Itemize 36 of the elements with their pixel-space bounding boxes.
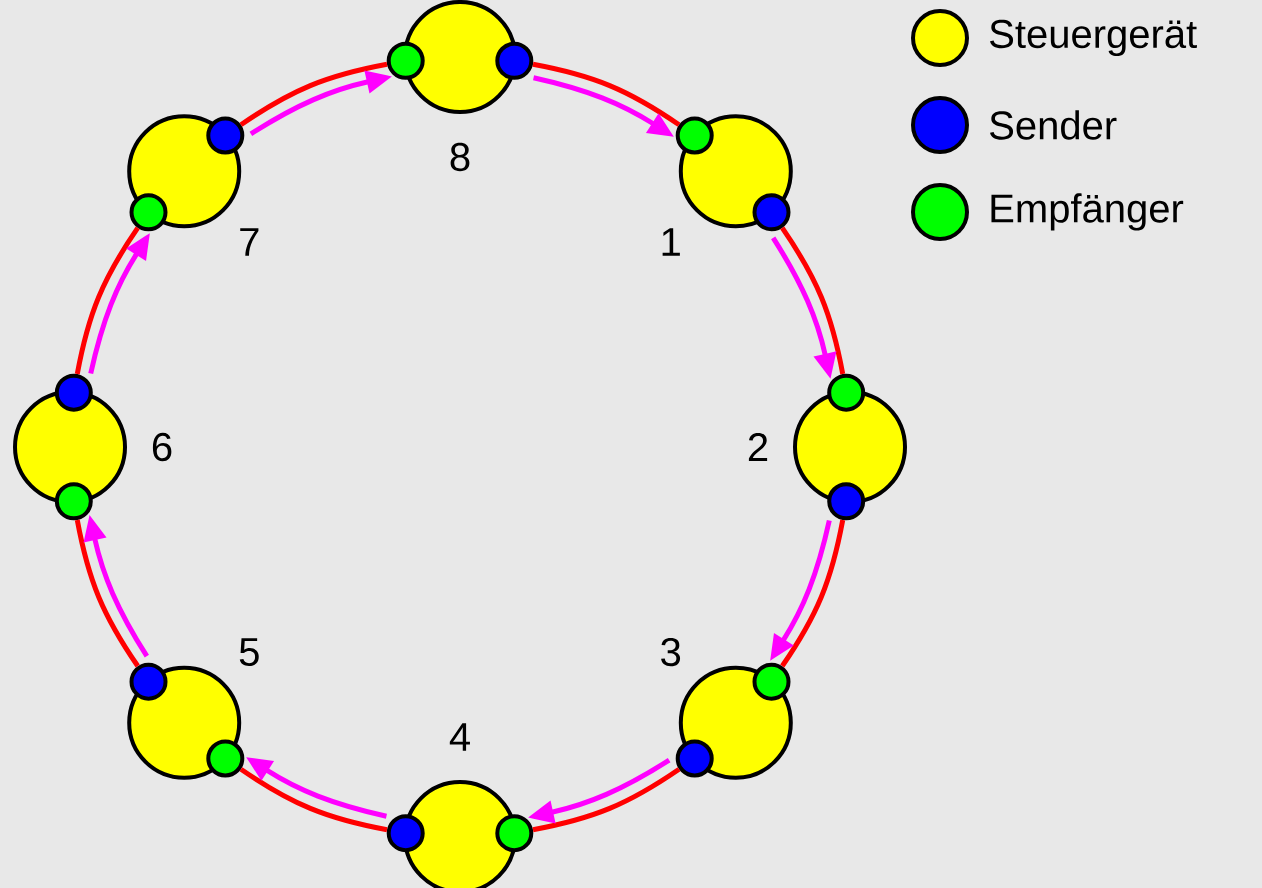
receiver-dot bbox=[54, 482, 93, 521]
sender-dot bbox=[386, 814, 425, 853]
sender-dot bbox=[495, 41, 534, 80]
number-label: 2 bbox=[748, 433, 768, 461]
sender-dot bbox=[675, 739, 714, 778]
ring-line bbox=[780, 519, 846, 668]
control-unit-circle bbox=[403, 780, 517, 888]
ring-line bbox=[239, 61, 388, 127]
number-label: 3 bbox=[661, 637, 681, 667]
ring-line bbox=[532, 61, 681, 127]
sender-dot bbox=[129, 662, 168, 701]
receiver-dot bbox=[752, 662, 791, 701]
legend-label: Steuergerät bbox=[990, 19, 1197, 57]
receiver-dot bbox=[129, 193, 168, 232]
receiver-dot bbox=[827, 373, 866, 412]
ring-line bbox=[74, 519, 140, 668]
number-label: 7 bbox=[240, 228, 259, 256]
ring-line bbox=[74, 226, 140, 375]
sender-dot bbox=[827, 482, 866, 521]
sender-dot bbox=[206, 116, 245, 155]
receiver-dot bbox=[206, 739, 245, 778]
legend-label: Sender bbox=[990, 110, 1117, 140]
ring-line bbox=[532, 767, 681, 833]
number-label: 5 bbox=[239, 638, 259, 667]
number-label: 6 bbox=[152, 432, 172, 462]
number-label: 1 bbox=[662, 228, 680, 256]
receiver-dot bbox=[675, 116, 714, 155]
ring-line bbox=[239, 767, 388, 833]
number-label: 8 bbox=[450, 142, 470, 172]
legend-label: Empfänger bbox=[991, 193, 1184, 231]
sender-dot bbox=[54, 373, 93, 412]
receiver-dot bbox=[495, 814, 534, 853]
ring-line bbox=[780, 226, 846, 375]
number-label: 4 bbox=[449, 723, 470, 751]
receiver-dot bbox=[386, 41, 425, 80]
sender-dot bbox=[752, 193, 791, 232]
